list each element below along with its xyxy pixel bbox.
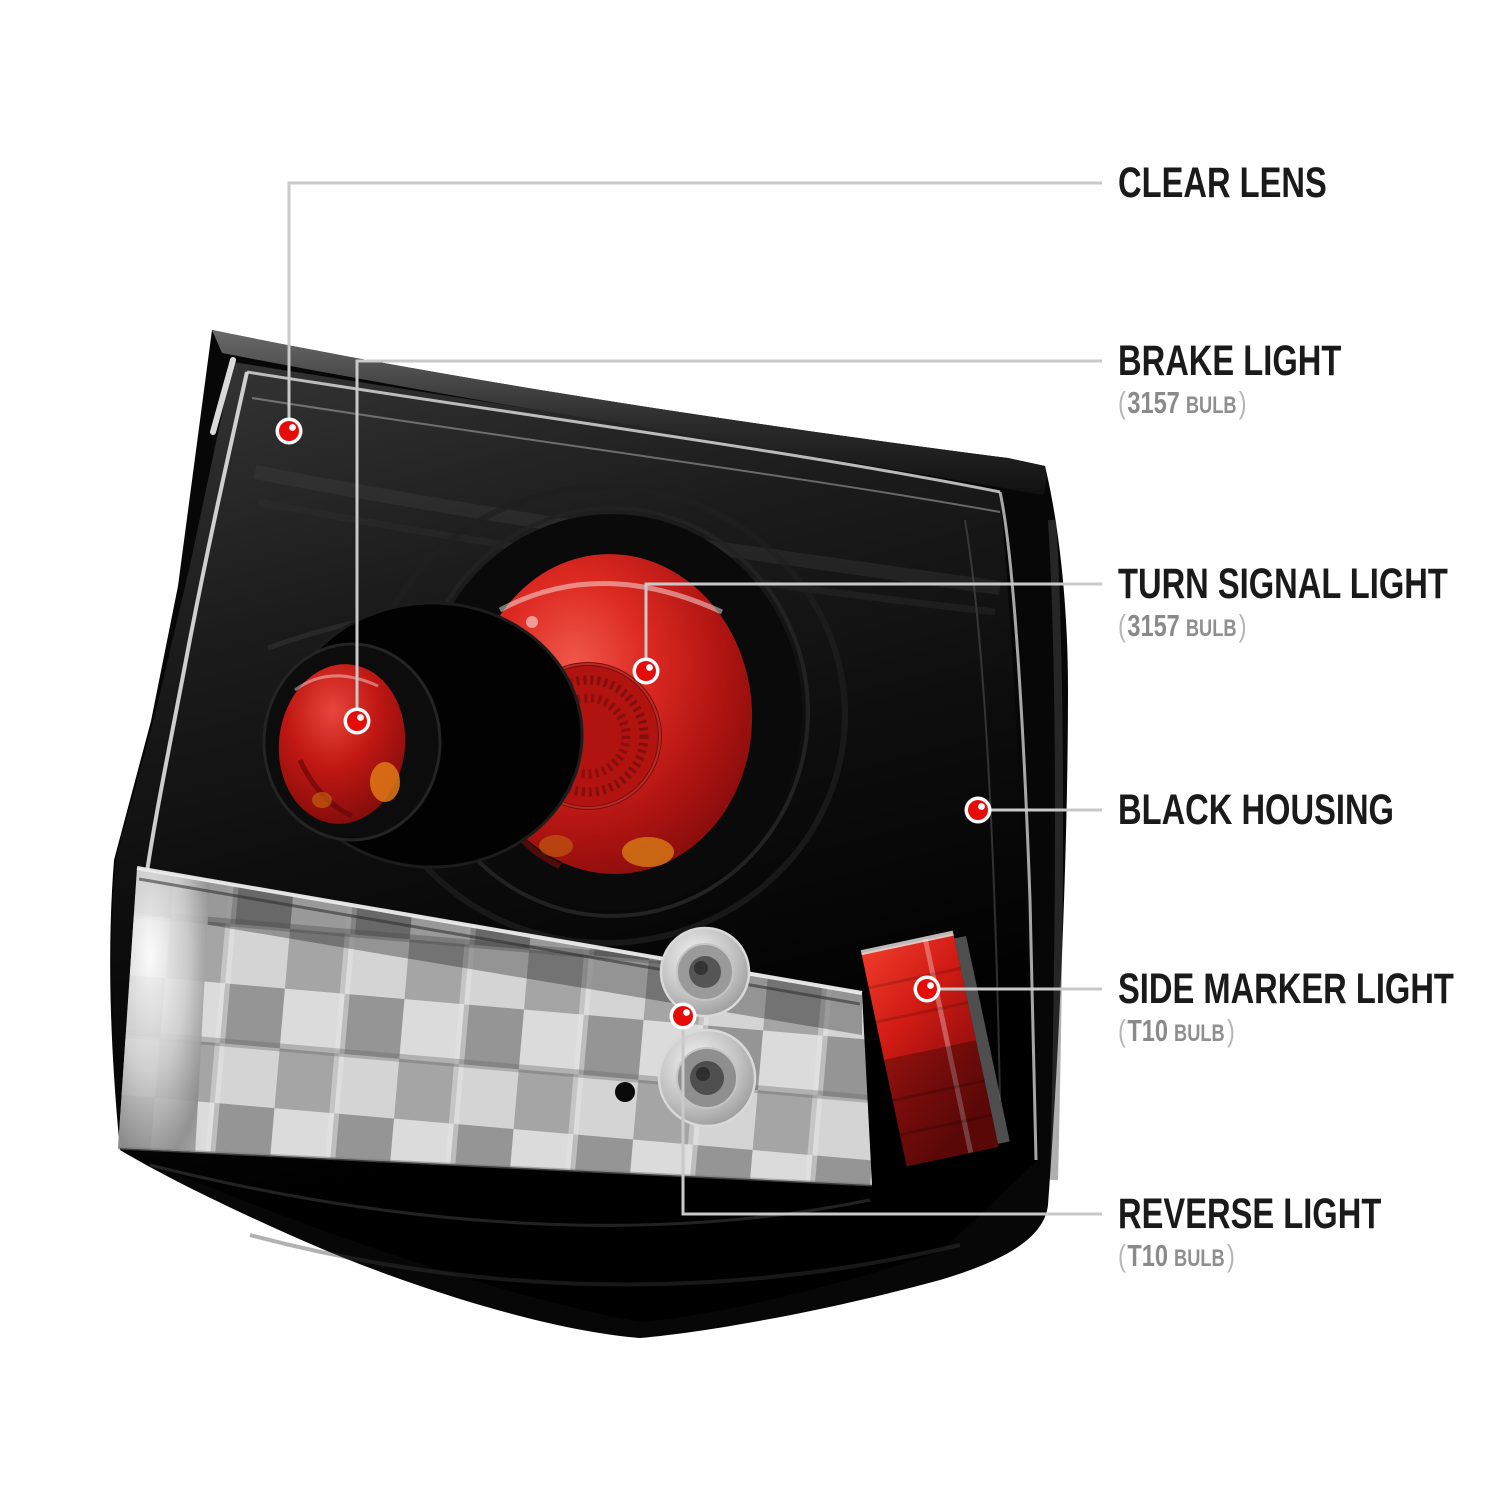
leader-line-reverse-light xyxy=(681,1016,1102,1216)
lens-outline-top xyxy=(246,370,1001,494)
leader-line-clear-lens xyxy=(287,181,1102,431)
callout-title: REVERSE LIGHT xyxy=(1118,1190,1382,1238)
callout-layer xyxy=(275,181,1102,1216)
label-black-housing: BLACK HOUSING (BULB) xyxy=(1118,786,1488,834)
marker-dot-reverse-light xyxy=(669,1002,697,1030)
callout-title: BRAKE LIGHT xyxy=(1118,337,1342,385)
lens-outline-left xyxy=(141,371,249,901)
marker-dot-clear-lens xyxy=(275,417,303,445)
marker-dot-brake-light xyxy=(343,707,371,735)
socket-upper xyxy=(659,926,751,1018)
right-rim-sheen xyxy=(1048,519,1064,1181)
bottom-outer-highlight xyxy=(249,1233,961,1287)
leader-line-turn-signal-light xyxy=(644,582,1102,671)
bottom-lip-highlight xyxy=(149,1163,871,1227)
marker-dot-black-housing xyxy=(964,796,992,824)
callout-title: CLEAR LENS xyxy=(1118,159,1327,207)
leader-line-brake-light xyxy=(355,359,1102,721)
label-clear-lens: CLEAR LENS (BULB) xyxy=(1118,159,1488,207)
callout-title: BLACK HOUSING xyxy=(1118,786,1394,834)
lens-outline-right-2 xyxy=(964,519,1001,1101)
housing-roof xyxy=(212,330,1047,495)
corner-highlight xyxy=(210,357,236,435)
band-hole xyxy=(615,1082,635,1102)
lens-outline-right xyxy=(998,491,1038,1161)
socket-lower xyxy=(657,1028,757,1128)
lens-outline-top-2 xyxy=(251,397,1001,513)
side-marker-reflector xyxy=(860,930,1010,1167)
callout-title: TURN SIGNAL LIGHT xyxy=(1118,560,1448,608)
marker-dot-turn-signal-light xyxy=(632,657,660,685)
marker-dot-side-marker-light xyxy=(913,975,941,1003)
callout-title: SIDE MARKER LIGHT xyxy=(1118,965,1454,1013)
